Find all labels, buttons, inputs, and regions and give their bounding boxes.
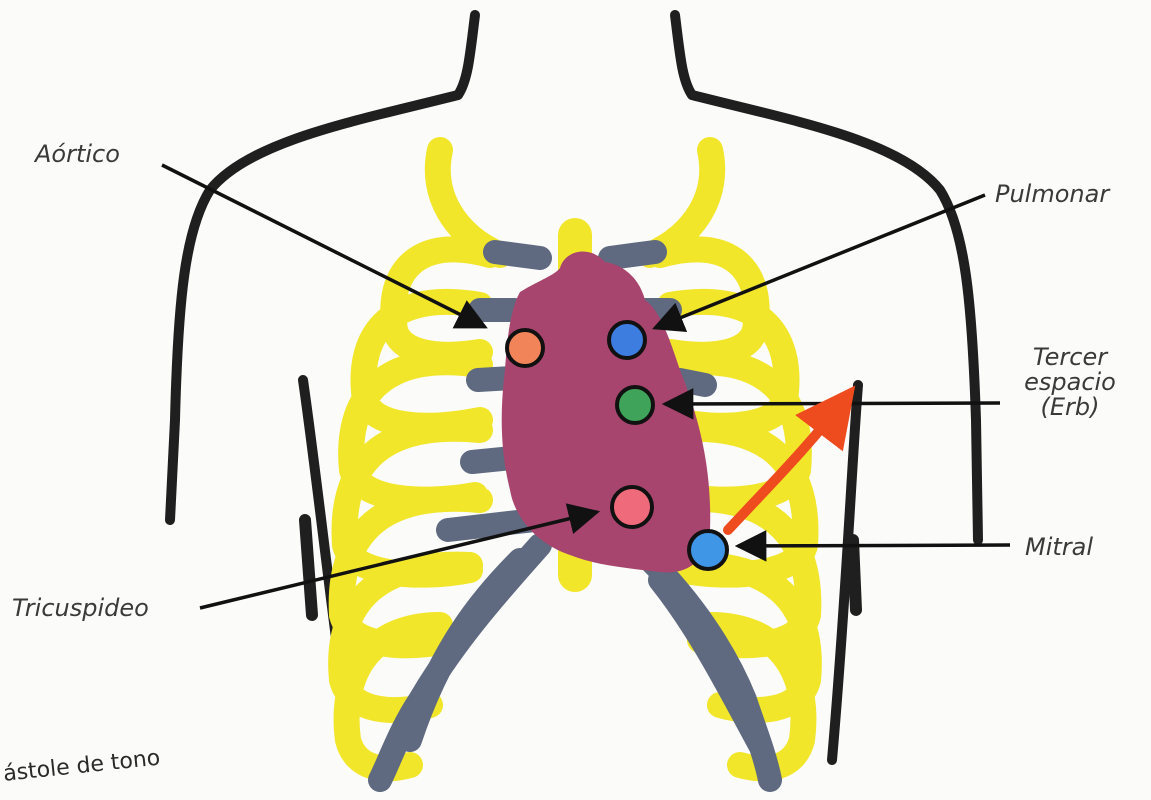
third-space-label-line3: (Erb) — [1010, 395, 1130, 420]
aortic-label: Aórtico — [35, 142, 120, 166]
mitral-label: Mitral — [1025, 535, 1093, 559]
pulmonary-point — [609, 322, 645, 358]
neck-right-line — [675, 15, 692, 95]
neck-left-line — [458, 15, 475, 95]
third-space-label-line2: espacio — [1010, 370, 1130, 395]
tricuspid-point — [612, 487, 652, 527]
tricuspid-label: Tricuspideo — [12, 596, 149, 620]
left-arm-inner-line — [305, 520, 312, 615]
pulmonary-label: Pulmonar — [995, 182, 1109, 206]
mitral-arrow — [738, 545, 1010, 546]
cartilage-right-1 — [610, 252, 655, 258]
aortic-point — [507, 330, 543, 366]
right-arm-inner-line — [853, 540, 856, 610]
cartilage-right-lower-2 — [660, 580, 760, 745]
erb-arrow — [665, 403, 1000, 404]
cartilage-left-1 — [495, 252, 540, 258]
mitral-point — [689, 531, 727, 569]
third-space-label: Tercer espacio (Erb) — [1010, 345, 1130, 421]
erb-point — [617, 387, 653, 423]
third-space-label-line1: Tercer — [1010, 345, 1130, 370]
